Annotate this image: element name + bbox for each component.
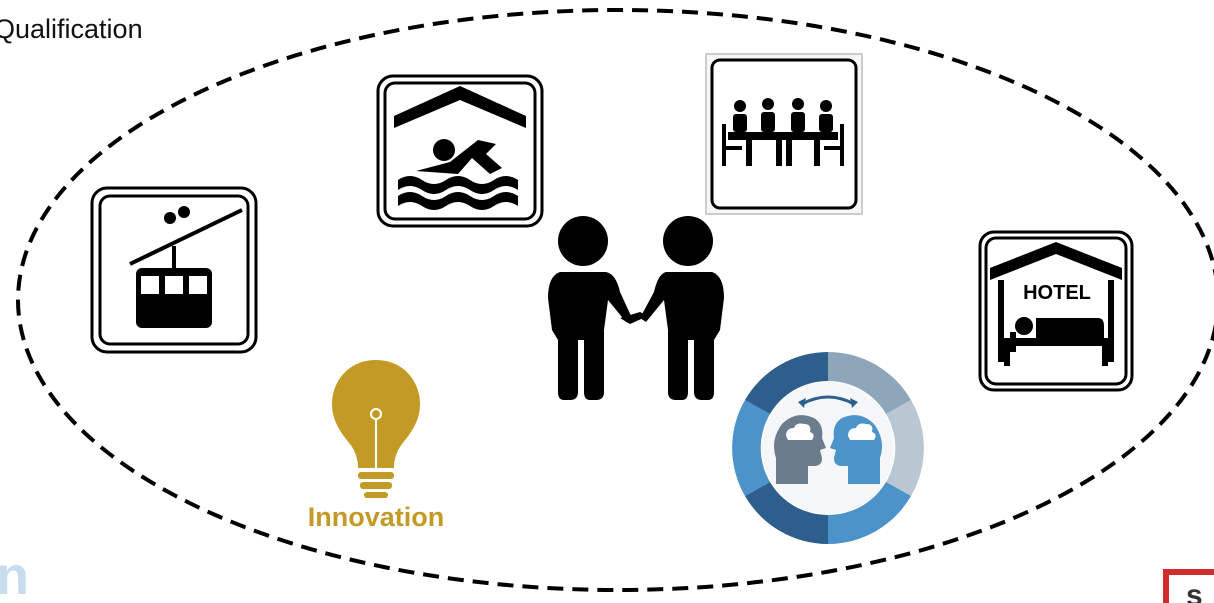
- hotel-icon: [978, 230, 1134, 392]
- partial-logo-left: n: [0, 546, 29, 603]
- knowledge-exchange-icon: [732, 352, 924, 544]
- indoor-swimming-pool-icon: [376, 74, 544, 228]
- innovation-label: Innovation: [308, 502, 445, 532]
- partial-logo-right: s: [1163, 569, 1214, 603]
- cable-car-icon: [90, 186, 258, 354]
- slide-title: Qualification: [0, 14, 143, 44]
- svg-text:n: n: [0, 546, 29, 603]
- handshake-people-icon: [548, 216, 724, 400]
- lightbulb-icon: [332, 360, 420, 498]
- dashed-boundary-ellipse: [16, 8, 1214, 592]
- svg-text:s: s: [1186, 579, 1203, 603]
- hotel-label: HOTEL: [1023, 282, 1091, 304]
- meeting-table-icon: [705, 53, 863, 215]
